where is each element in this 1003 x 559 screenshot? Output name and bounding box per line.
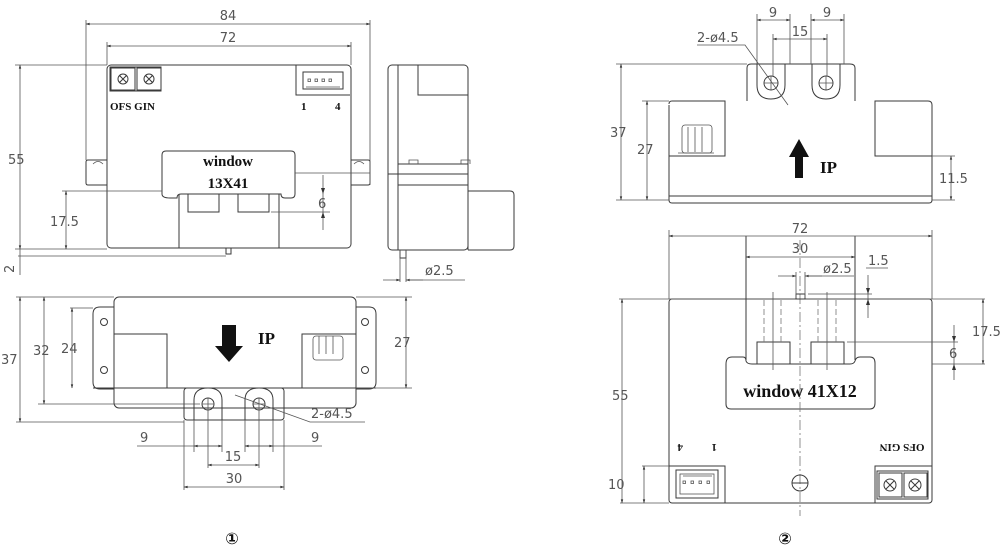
fig2-dim-tab-right: 9 bbox=[823, 6, 831, 21]
fig2-window-slot-right bbox=[810, 341, 845, 365]
screw-icon bbox=[100, 318, 369, 374]
fig2-dim-pin-offset: 1.5 bbox=[868, 254, 889, 269]
fig1-connector-area bbox=[295, 65, 350, 96]
fig2-mount-tab bbox=[746, 63, 856, 101]
fig1-front-view: OFS GIN 1 4 window 13X41 84 72 55 bbox=[3, 9, 371, 275]
fig1-dim-pin-offset: 2 bbox=[3, 265, 18, 273]
fig1-dim-height: 55 bbox=[8, 153, 25, 168]
fig2-dim-body-width: 72 bbox=[792, 222, 809, 237]
fig1-ofs-gin-label: OFS GIN bbox=[110, 101, 155, 113]
fig1-top-right-flange bbox=[356, 306, 377, 390]
fig1-dim-hole-spacing: 15 bbox=[225, 450, 242, 465]
fig1-pin-1-label: 1 bbox=[301, 101, 307, 113]
figure-2-caption: ② bbox=[778, 529, 792, 548]
fig1-current-label: IP bbox=[258, 329, 275, 348]
fig1-side-pin bbox=[399, 249, 407, 259]
fig1-dim-tab-left: 9 bbox=[140, 431, 148, 446]
fig2-mount-hole-icon bbox=[763, 75, 834, 91]
fig2-connector-icon bbox=[675, 469, 719, 499]
fig2-dim-height: 55 bbox=[612, 389, 629, 404]
fig1-top-connector bbox=[312, 335, 344, 361]
fig2-dim-hole-spacing: 15 bbox=[792, 25, 809, 40]
fig1-window-label-line2: 13X41 bbox=[208, 176, 249, 192]
fig1-side-body bbox=[387, 64, 469, 251]
fig1-top-left-flange bbox=[92, 306, 114, 390]
fig1-window-slot-left bbox=[187, 193, 220, 213]
trimmer-gin-icon bbox=[143, 73, 155, 85]
fig1-dim-overall-height: 37 bbox=[1, 353, 18, 368]
fig1-dim-body-width: 72 bbox=[220, 31, 237, 46]
fig2-dim-step-height: 11.5 bbox=[939, 172, 968, 187]
fig1-top-body bbox=[113, 296, 357, 409]
fig2-pin-4-label: 4 bbox=[677, 441, 683, 453]
fig2-top-connector bbox=[681, 124, 713, 154]
fig1-dim-mount-width: 30 bbox=[226, 472, 243, 487]
current-direction-down-arrow-icon bbox=[215, 325, 243, 362]
fig2-dim-connector-height: 10 bbox=[608, 478, 625, 493]
current-direction-up-arrow-icon bbox=[789, 139, 809, 178]
fig2-holes-label: 2-ø4.5 bbox=[697, 31, 739, 46]
fig1-dim-window-gap: 6 bbox=[318, 197, 326, 212]
fig1-dim-tab-right: 9 bbox=[311, 431, 319, 446]
fig2-current-label: IP bbox=[820, 158, 837, 177]
trimmer-ofs-icon bbox=[117, 73, 129, 85]
fig1-left-ear bbox=[85, 159, 107, 186]
fig2-trimmer-ofs-icon bbox=[908, 478, 922, 492]
fig2-dim-window-offset: 17.5 bbox=[972, 325, 1001, 340]
fig2-window-frame bbox=[725, 356, 876, 410]
fig1-window-label-line1: window bbox=[203, 154, 253, 170]
fig1-dim-overall-width: 84 bbox=[220, 9, 237, 24]
fig2-pin-1-label: 1 bbox=[712, 441, 718, 453]
fig2-dim-overall-height: 37 bbox=[610, 126, 627, 141]
fig1-top-view: IP 2-ø4.5 37 32 24 27 9 9 15 30 bbox=[1, 296, 412, 490]
fig1-pin bbox=[225, 247, 232, 255]
fig1-dim-body-height-right: 27 bbox=[394, 336, 411, 351]
fig2-trimmer-gin-icon bbox=[883, 478, 897, 492]
fig1-dim-pin-diameter: ø2.5 bbox=[425, 264, 454, 279]
fig2-top-view: IP 2-ø4.5 9 9 15 37 27 11.5 bbox=[610, 6, 968, 204]
fig1-dim-window-offset: 17.5 bbox=[50, 215, 79, 230]
fig2-pin bbox=[795, 293, 806, 300]
fig1-dim-hole-height: 32 bbox=[33, 344, 50, 359]
ground-symbol-icon bbox=[791, 474, 809, 492]
connector-icon bbox=[302, 71, 344, 90]
fig2-trimmer-block bbox=[876, 470, 929, 500]
fig2-window-slot-left bbox=[756, 341, 791, 365]
fig1-dim-body-height-left: 24 bbox=[61, 342, 78, 357]
fig2-dim-window-gap: 6 bbox=[949, 347, 957, 362]
fig2-ofs-gin-label: OFS GIN bbox=[879, 441, 924, 453]
fig2-dim-pin-diameter: ø2.5 bbox=[823, 262, 852, 277]
fig2-body-outline bbox=[668, 298, 933, 504]
fig1-window-slot-right bbox=[237, 193, 270, 213]
fig1-holes-label: 2-ø4.5 bbox=[311, 407, 353, 422]
figure-1-caption: ① bbox=[225, 529, 239, 548]
fig1-pin-4-label: 4 bbox=[335, 101, 341, 113]
fig2-front-view: window 41X12 72 30 ø2.5 1.5 17.5 6 bbox=[608, 222, 1001, 516]
fig2-dim-body-height: 27 bbox=[637, 143, 654, 158]
fig1-side-view: ø2.5 bbox=[383, 64, 515, 282]
fig2-top-body bbox=[668, 100, 933, 204]
fig2-connector-area bbox=[669, 465, 726, 503]
fig2-dim-mount-width: 30 bbox=[792, 242, 809, 257]
fig1-window-frame bbox=[161, 150, 296, 199]
fig2-dim-tab-left: 9 bbox=[769, 6, 777, 21]
